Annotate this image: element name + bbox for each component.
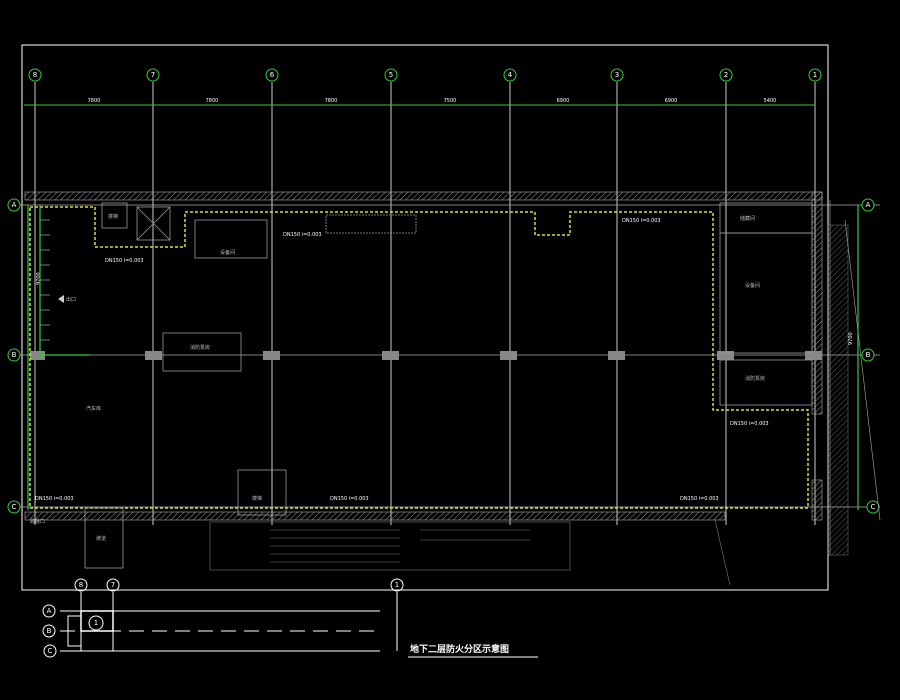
key-plan-label: A bbox=[47, 607, 52, 615]
grid-label: 3 bbox=[615, 71, 619, 79]
pipe-annotation: DN150 i=0.003 bbox=[622, 218, 661, 224]
pipe-annotation: DN150 i=0.003 bbox=[730, 421, 769, 427]
exit-label: 出口 bbox=[66, 296, 76, 303]
dimension-text: 7800 bbox=[88, 98, 101, 104]
grid-label: 6 bbox=[270, 71, 275, 79]
ramp-stripes bbox=[40, 219, 50, 341]
dimension-text: 7800 bbox=[325, 98, 338, 104]
key-plan-label: 8 bbox=[79, 581, 83, 589]
exit-arrow-icon bbox=[58, 295, 64, 303]
grid-rows bbox=[15, 204, 880, 508]
key-plan bbox=[42, 578, 404, 658]
grid-label: C bbox=[12, 503, 17, 511]
outer-walls bbox=[24, 191, 881, 556]
grid-label: 4 bbox=[508, 71, 513, 79]
grid-label: B bbox=[12, 351, 17, 359]
room-label: 储藏间 bbox=[740, 215, 755, 222]
key-plan-label: C bbox=[48, 647, 53, 655]
room-label: 楼梯 bbox=[252, 495, 262, 502]
room-label: 疏散口 bbox=[30, 518, 45, 525]
dimension-text: 7500 bbox=[444, 98, 457, 104]
room-label: 消防泵房 bbox=[190, 344, 210, 351]
grid-label: 2 bbox=[724, 71, 728, 79]
pipe-annotation: DN150 i=0.003 bbox=[680, 496, 719, 502]
grid-label: A bbox=[866, 201, 871, 209]
room-label: 坡道 bbox=[96, 535, 106, 542]
room-label: 楼梯 bbox=[108, 213, 118, 220]
key-plan-marker: 1 bbox=[94, 619, 98, 627]
key-plan-label: B bbox=[47, 627, 52, 635]
dimension-text: 5400 bbox=[764, 98, 777, 104]
room-label: 设备间 bbox=[745, 282, 760, 289]
pipe-annotation: DN150 i=0.003 bbox=[105, 258, 144, 264]
grid-label: 5 bbox=[389, 71, 393, 79]
key-plan-label: 7 bbox=[111, 581, 115, 589]
column-bubbles bbox=[7, 68, 880, 514]
dimension-text: 6900 bbox=[665, 98, 678, 104]
dimension-text: 9700 bbox=[848, 332, 854, 345]
room-label: 设备间 bbox=[220, 249, 235, 256]
grid-label: B bbox=[866, 351, 871, 359]
fire-zone-boundary bbox=[29, 206, 809, 509]
room-label: 消防泵房 bbox=[745, 375, 765, 382]
key-plan-label: 1 bbox=[395, 581, 399, 589]
green-boundary bbox=[27, 205, 859, 510]
pipe-annotation: DN150 i=0.003 bbox=[35, 496, 74, 502]
pipe-annotation: DN150 i=0.003 bbox=[330, 496, 369, 502]
grid-label: 8 bbox=[33, 71, 37, 79]
drawing-title: 地下二层防火分区示意图 bbox=[410, 643, 509, 655]
dimension-text: 7800 bbox=[206, 98, 219, 104]
grid-label: C bbox=[871, 503, 876, 511]
dimension-text: 9700 bbox=[36, 272, 42, 285]
pipe-annotation: DN150 i=0.003 bbox=[283, 232, 322, 238]
dimension-text: 6900 bbox=[557, 98, 570, 104]
room-outlines bbox=[84, 202, 813, 569]
grid-label: 7 bbox=[151, 71, 155, 79]
grid-label: 1 bbox=[813, 71, 817, 79]
grid-columns bbox=[34, 82, 816, 525]
grid-label: A bbox=[12, 201, 17, 209]
stair-ramp-below bbox=[209, 519, 731, 586]
structural-columns bbox=[30, 351, 822, 360]
room-label: 汽车库 bbox=[86, 405, 101, 412]
